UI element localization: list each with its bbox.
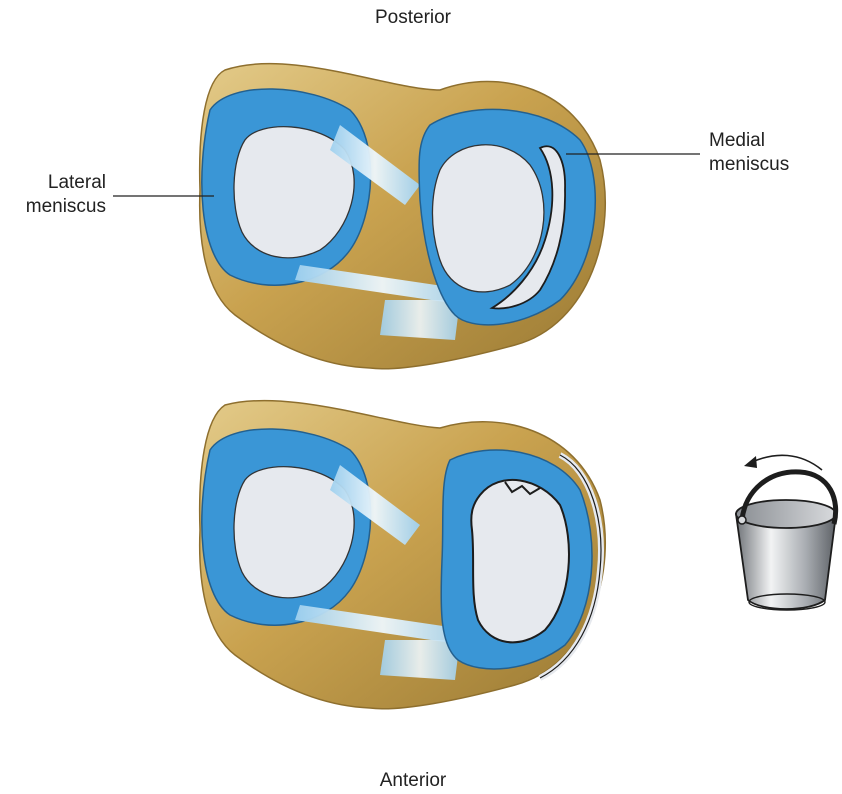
curved-arrow-icon [751,454,823,471]
medial-tear-top [489,145,566,310]
top-knee-diagram [113,62,700,370]
torn-edge-bottom [504,481,541,496]
posterior-label: Posterior [374,7,452,28]
anterior-ligament-bottom [295,605,470,645]
bucket-rim-icon [735,499,837,529]
peripheral-rim-edge-bottom [539,454,602,679]
bottom-knee-diagram [198,399,607,710]
lateral-cartilage-top [233,126,355,259]
bucket-handle-icon [734,454,839,611]
anterior-label: Anterior [379,770,447,791]
lateral-cartilage-bottom [233,466,355,599]
bucket-base-icon [748,593,826,611]
medial-meniscus-label: Medial meniscus [709,130,790,175]
anterior-horn-top [380,300,460,340]
posterior-ligament-top [330,125,420,205]
posterior-ligament-bottom [330,465,420,545]
bucket-handle-wire-icon [739,469,839,525]
arrow-head-icon [744,456,757,468]
handle-pivot-icon [737,515,747,525]
medial-cartilage-bottom [470,479,570,644]
anterior-ligament-top [295,265,470,305]
medial-cartilage-top [431,144,545,293]
bucket-body-icon [734,513,838,610]
lateral-meniscus-label: Lateral meniscus [25,172,106,217]
anterior-horn-bottom [380,640,460,680]
